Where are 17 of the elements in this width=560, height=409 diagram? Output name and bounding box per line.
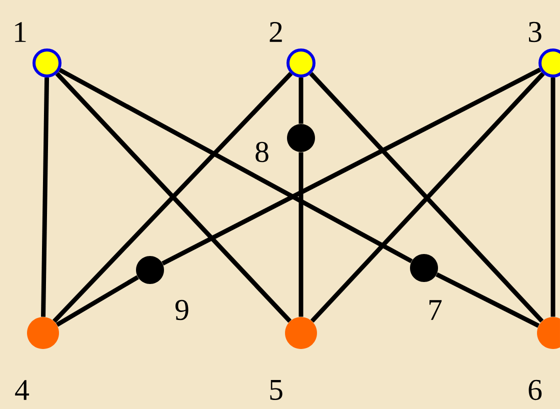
edge-line bbox=[298, 78, 304, 124]
edge-line bbox=[41, 77, 50, 317]
vertex-number: 4 bbox=[15, 380, 30, 400]
vertex-number: 2 bbox=[270, 22, 282, 42]
edge-line bbox=[58, 68, 413, 264]
vertex-number: 3 bbox=[528, 22, 542, 42]
vertex-number: 5 bbox=[270, 380, 282, 400]
edge-line bbox=[162, 68, 542, 266]
edge-line bbox=[550, 78, 556, 317]
edge-line bbox=[56, 275, 139, 327]
vertex-number: 8 bbox=[256, 142, 268, 162]
edge-line bbox=[436, 272, 540, 328]
vertex-number: 7 bbox=[429, 300, 442, 320]
edge-line bbox=[298, 152, 304, 317]
vertex-number: 9 bbox=[175, 300, 188, 320]
vertex-number: 6 bbox=[528, 380, 542, 400]
vertex-number: 1 bbox=[15, 22, 26, 42]
